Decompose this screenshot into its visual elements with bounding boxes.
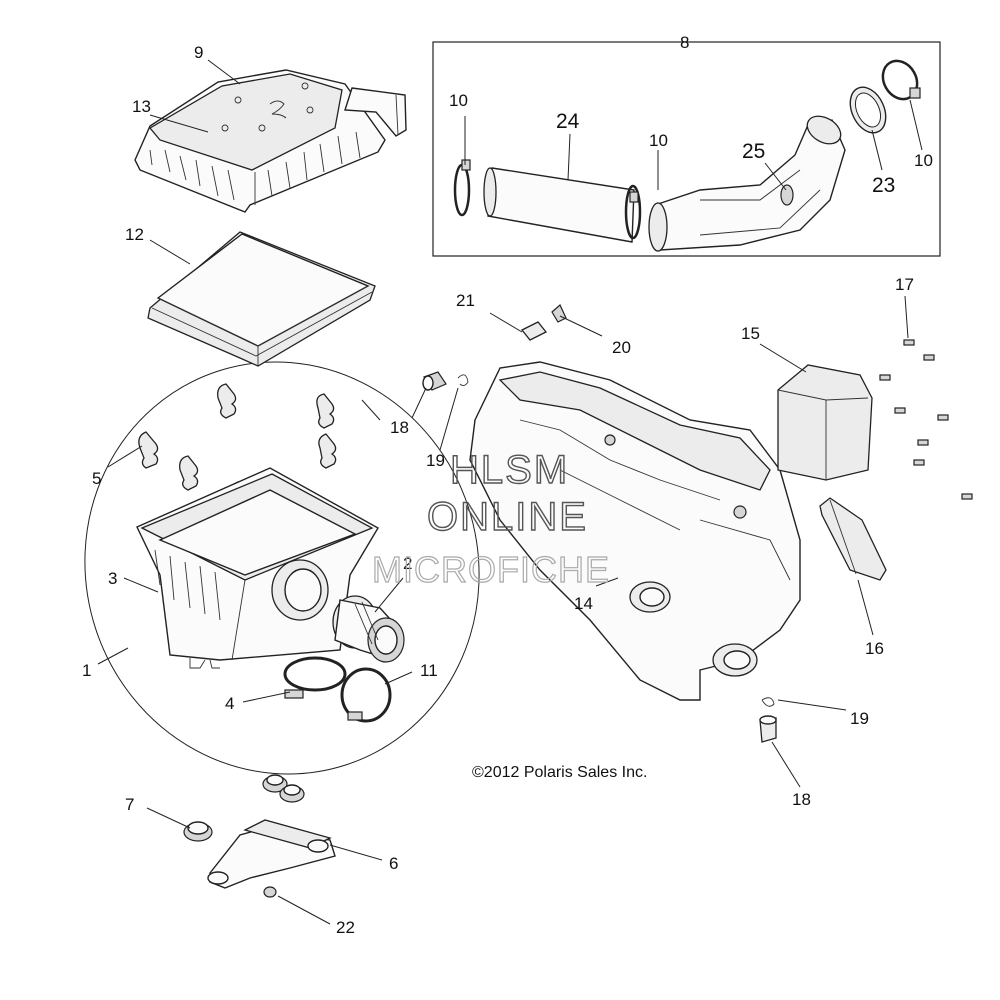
callouts: 9 13 12 5 3 1 2 4 11 7 6 22 8 10 24 10 2…	[82, 33, 933, 937]
air-filter	[147, 231, 376, 367]
callout-4: 4	[225, 694, 234, 713]
callout-25: 25	[742, 140, 765, 163]
callout-17: 17	[895, 275, 914, 294]
callout-23: 23	[872, 174, 895, 197]
callout-7: 7	[125, 795, 134, 814]
callout-1: 1	[82, 661, 91, 680]
callout-18-top: 18	[390, 418, 409, 437]
callout-13: 13	[132, 97, 151, 116]
callout-24: 24	[556, 110, 580, 133]
callout-10-mid: 10	[649, 131, 668, 150]
watermark: HLSM ONLINE MICROFICHE	[371, 447, 610, 590]
leader-lines	[97, 59, 923, 925]
callout-10-left: 10	[449, 91, 468, 110]
watermark-line-3: MICROFICHE	[372, 549, 610, 590]
intake-tube-kit	[453, 59, 921, 252]
callout-2: 2	[403, 554, 412, 573]
callout-21: 21	[456, 291, 475, 310]
callout-14: 14	[574, 594, 593, 613]
callout-11: 11	[420, 661, 438, 680]
callout-8: 8	[680, 33, 689, 52]
callout-19-bottom: 19	[850, 709, 869, 728]
callout-12: 12	[125, 225, 144, 244]
callout-20: 20	[612, 338, 631, 357]
small-fittings	[422, 304, 777, 743]
callout-16: 16	[865, 639, 884, 658]
callout-6: 6	[389, 854, 398, 873]
foam-filter	[777, 364, 873, 481]
hose-clamps	[283, 656, 392, 723]
grommets-bracket	[183, 774, 336, 898]
watermark-line-1: HLSM	[450, 448, 569, 492]
callout-15: 15	[741, 324, 760, 343]
intake-plenum	[469, 361, 801, 701]
callout-10-right: 10	[914, 151, 933, 170]
callout-3: 3	[108, 569, 117, 588]
panel-filter	[819, 497, 887, 581]
callout-22: 22	[336, 918, 355, 937]
callout-5: 5	[92, 469, 101, 488]
callout-19-top: 19	[426, 451, 445, 470]
airbox-assembly-ellipse	[84, 361, 480, 775]
watermark-line-2: ONLINE	[427, 495, 588, 539]
screws	[879, 339, 973, 500]
kit-8-box	[432, 41, 941, 257]
airbox-cover	[134, 69, 407, 213]
callout-9: 9	[194, 43, 203, 62]
callout-18-bottom: 18	[792, 790, 811, 809]
copyright-notice: ©2012 Polaris Sales Inc.	[472, 764, 647, 781]
airbox-boot	[332, 595, 405, 663]
airbox-base	[136, 467, 379, 669]
